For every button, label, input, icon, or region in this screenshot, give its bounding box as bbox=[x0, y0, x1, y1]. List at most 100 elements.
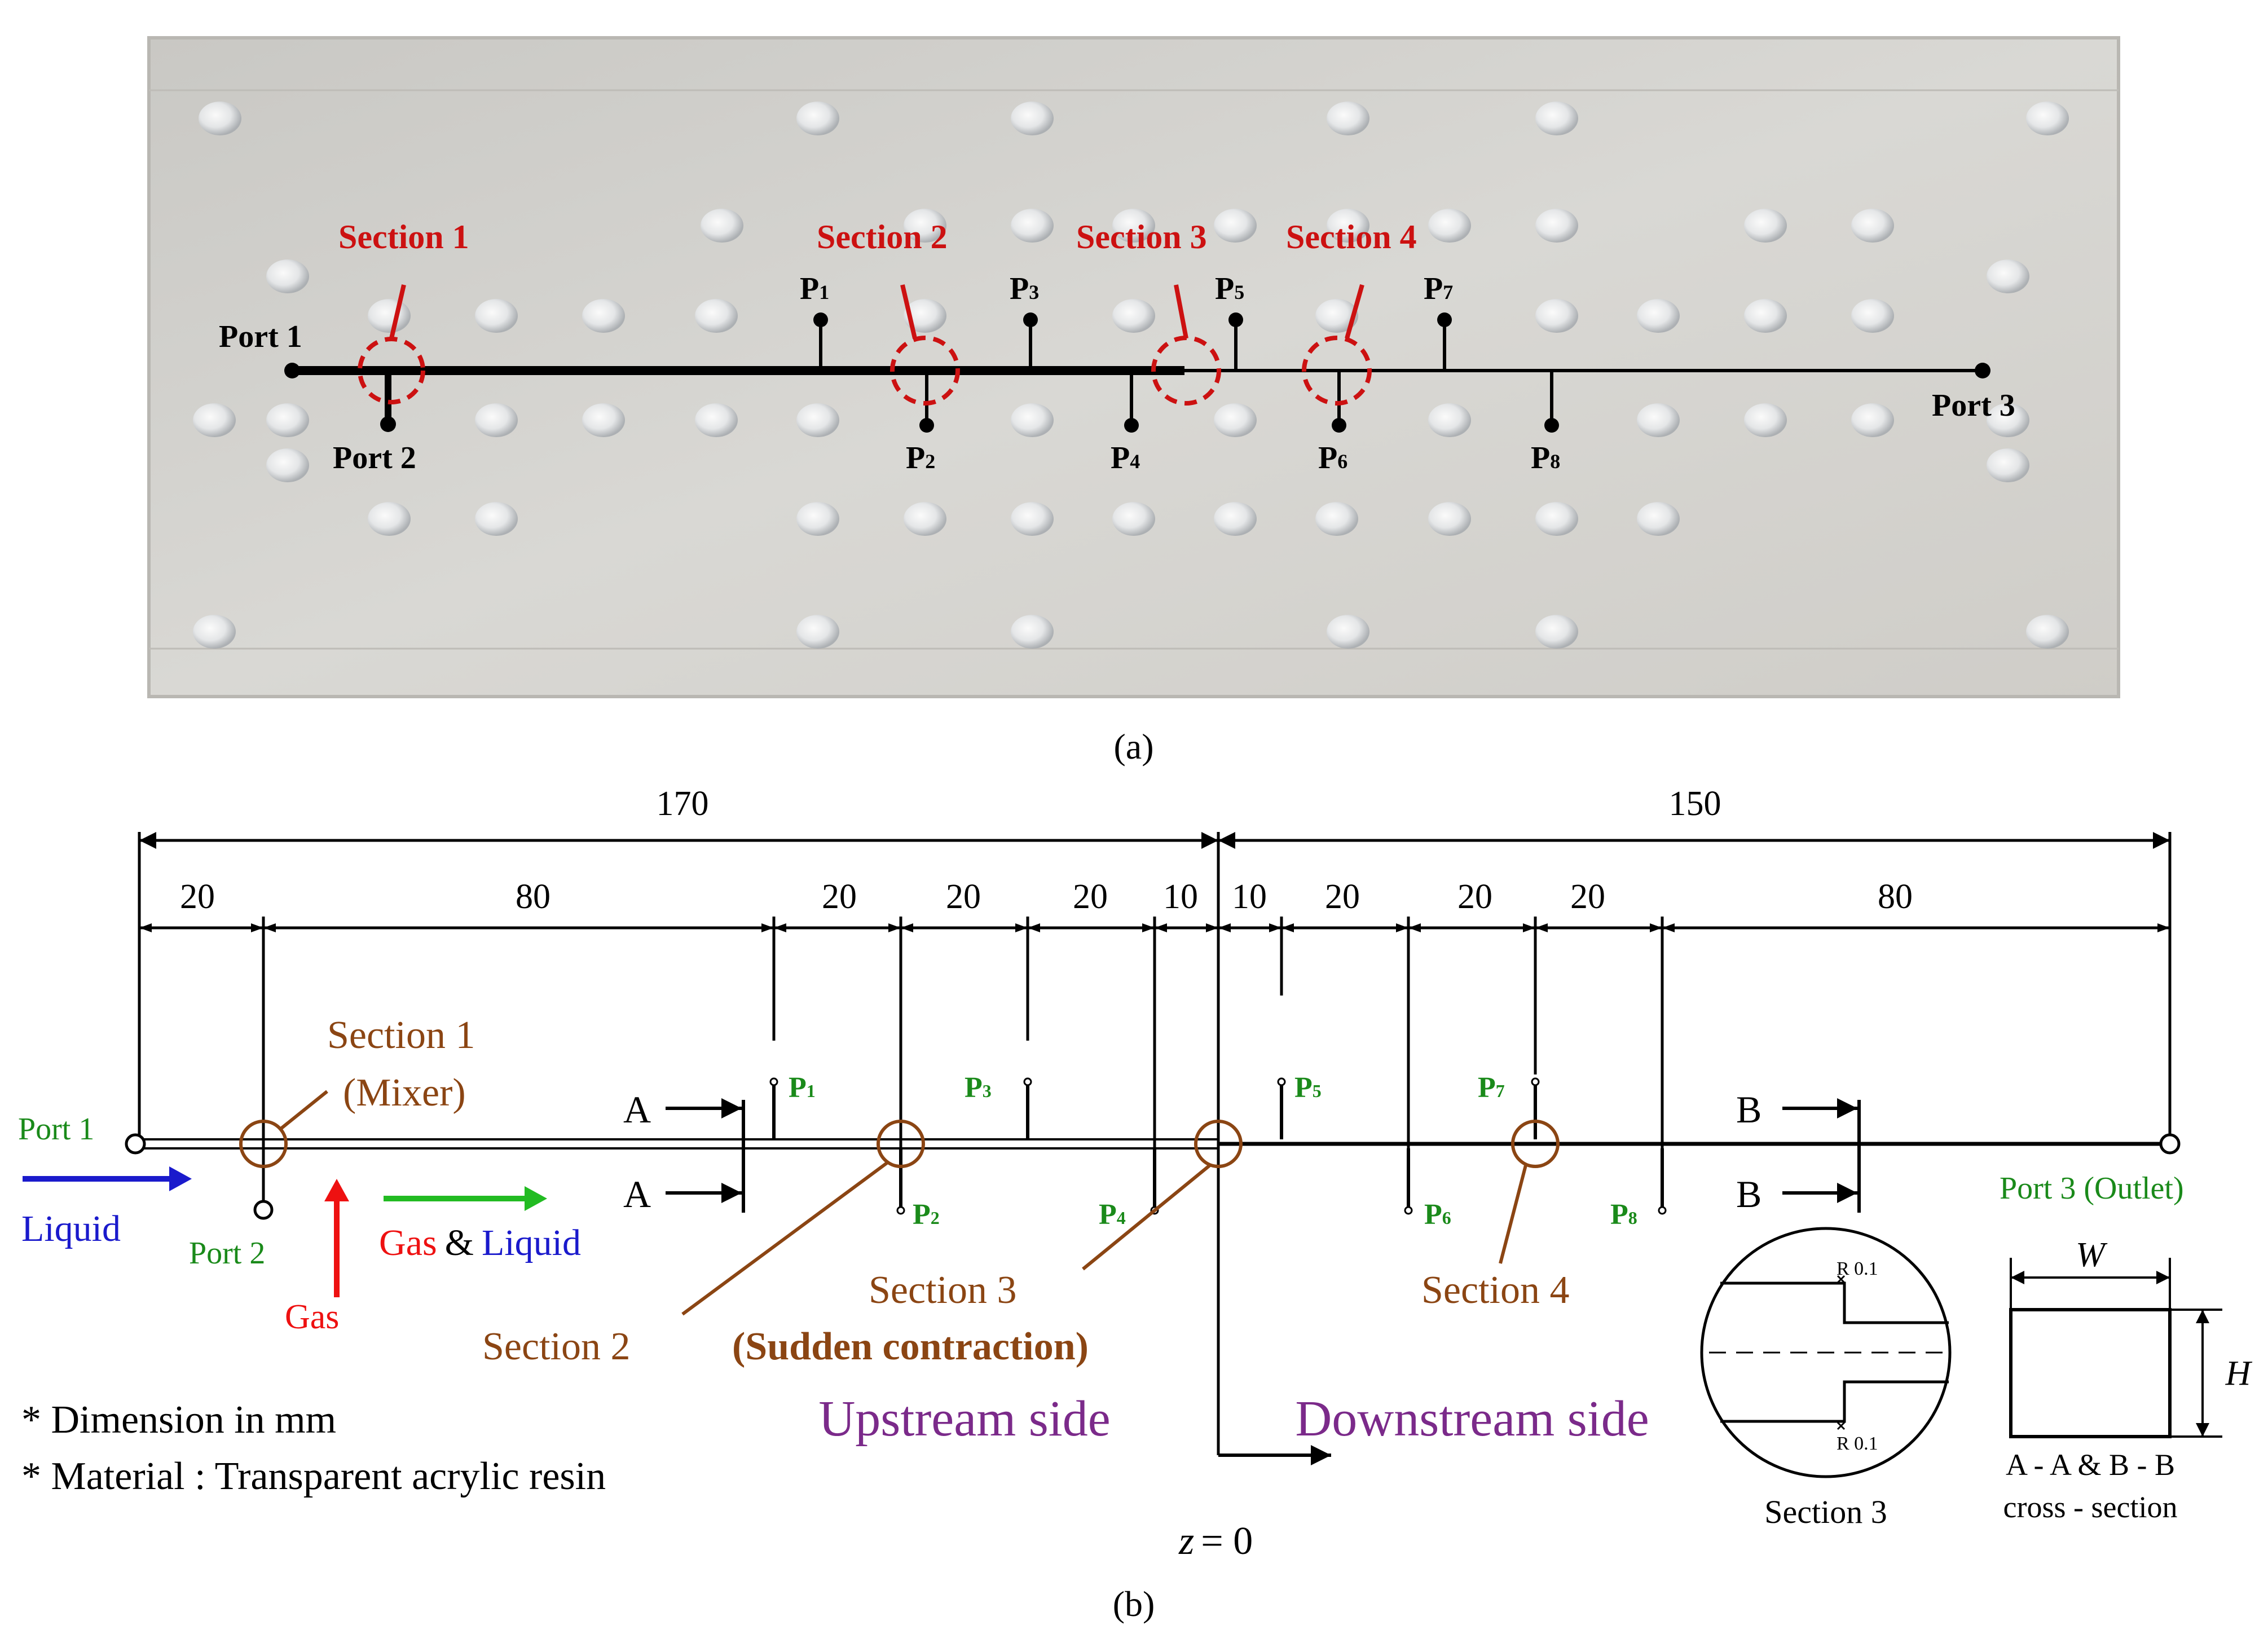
note-dimension: * Dimension in mm bbox=[21, 1398, 336, 1442]
dim-seg-3: 20 bbox=[822, 878, 857, 916]
panel-a-caption: (a) bbox=[1113, 726, 1153, 767]
bolt-hole bbox=[1535, 209, 1578, 243]
bolt-hole bbox=[1428, 209, 1471, 243]
bolt-hole bbox=[1214, 209, 1257, 243]
bolt-hole bbox=[2026, 615, 2069, 649]
gas-label: Gas bbox=[285, 1298, 339, 1336]
bolt-hole bbox=[368, 299, 411, 333]
b-tap-p1: P1 bbox=[789, 1072, 816, 1104]
bolt-hole bbox=[475, 299, 518, 333]
panel-b bbox=[23, 832, 2222, 1478]
bolt-hole bbox=[1744, 299, 1787, 333]
bolt-hole bbox=[193, 615, 236, 649]
cut-b-top: B bbox=[1736, 1088, 1761, 1131]
panel-b-text: 170 150 20 80 20 20 20 10 10 20 20 20 80… bbox=[18, 785, 2253, 1624]
dim-150: 150 bbox=[1669, 785, 1721, 823]
bolt-hole bbox=[266, 259, 309, 293]
tap-p3-label: P3 bbox=[1010, 271, 1039, 306]
bolt-hole bbox=[695, 299, 738, 333]
dim-seg-1: 20 bbox=[180, 878, 215, 916]
section4-label: Section 4 bbox=[1286, 218, 1417, 256]
bolt-hole bbox=[904, 299, 946, 333]
bolt-hole bbox=[1327, 615, 1369, 649]
bolt-hole bbox=[1637, 502, 1680, 536]
bolt-hole bbox=[1011, 502, 1054, 536]
tap-p7-label: P7 bbox=[1424, 271, 1453, 306]
port1-circle bbox=[125, 1133, 146, 1155]
section1-title: Section 1 bbox=[327, 1014, 475, 1057]
panel-a: Section 1 Section 2 Section 3 Section 4 … bbox=[147, 36, 2120, 767]
bolt-hole bbox=[904, 502, 946, 536]
bolt-hole bbox=[475, 502, 518, 536]
bolt-hole bbox=[1851, 299, 1894, 333]
bolt-hole bbox=[1987, 403, 2029, 437]
section3-detail bbox=[1700, 1227, 1952, 1478]
port3-dot bbox=[1975, 363, 1990, 378]
bolt-hole bbox=[701, 209, 743, 243]
port3-label: Port 3 bbox=[1932, 388, 2015, 423]
bolt-hole bbox=[1535, 615, 1578, 649]
tap-p1-label: P1 bbox=[800, 271, 829, 306]
bolt-hole bbox=[1214, 403, 1257, 437]
section2-title: Section 2 bbox=[482, 1325, 630, 1368]
bolt-hole bbox=[266, 403, 309, 437]
bolt-hole bbox=[1011, 102, 1054, 135]
dim-seg-5: 20 bbox=[1073, 878, 1108, 916]
bolt-hole bbox=[796, 102, 839, 135]
dim-seg-8: 20 bbox=[1325, 878, 1360, 916]
bolt-hole bbox=[1535, 102, 1578, 135]
bolt-hole bbox=[796, 403, 839, 437]
xs-height-label: H bbox=[2225, 1354, 2253, 1393]
xs-title-2: cross - section bbox=[2003, 1490, 2178, 1524]
bolt-hole bbox=[1011, 403, 1054, 437]
port3-circle bbox=[2159, 1133, 2181, 1155]
bolt-hole bbox=[1744, 209, 1787, 243]
port2-label: Port 2 bbox=[333, 441, 416, 475]
bolt-hole bbox=[1637, 299, 1680, 333]
bolt-hole bbox=[796, 502, 839, 536]
bolt-hole bbox=[1744, 403, 1787, 437]
b-port1-label: Port 1 bbox=[18, 1112, 94, 1147]
port1-dot bbox=[284, 363, 300, 378]
bolt-hole bbox=[1011, 209, 1054, 243]
bolt-hole bbox=[1851, 209, 1894, 243]
detail-title: Section 3 bbox=[1764, 1494, 1887, 1530]
tap-p8-label: P8 bbox=[1531, 441, 1560, 475]
bolt-hole bbox=[193, 403, 236, 437]
panel-b-caption: (b) bbox=[1113, 1584, 1155, 1624]
cut-b-bottom: B bbox=[1736, 1173, 1761, 1215]
b-tap-p7: P7 bbox=[1478, 1072, 1505, 1104]
bolt-hole bbox=[1851, 403, 1894, 437]
section1-marker bbox=[358, 337, 425, 404]
xs-title-1: A - A & B - B bbox=[2006, 1448, 2175, 1482]
section2-label: Section 2 bbox=[817, 218, 948, 256]
liquid-label: Liquid bbox=[21, 1208, 121, 1249]
downstream-label: Downstream side bbox=[1295, 1391, 1649, 1447]
note-material: * Material : Transparent acrylic resin bbox=[21, 1455, 606, 1498]
bolt-hole bbox=[1987, 448, 2029, 482]
section1-label: Section 1 bbox=[338, 218, 469, 256]
section3-subtitle: (Sudden contraction) bbox=[732, 1325, 1089, 1368]
detail-radius-bottom: R 0.1 bbox=[1837, 1433, 1878, 1454]
dim-seg-6: 10 bbox=[1163, 878, 1198, 916]
bolt-hole bbox=[1327, 102, 1369, 135]
b-tap-p4: P4 bbox=[1099, 1199, 1126, 1231]
bolt-hole bbox=[582, 299, 625, 333]
bolt-hole bbox=[1535, 502, 1578, 536]
section1-circle bbox=[239, 1120, 288, 1168]
bolt-hole bbox=[1637, 403, 1680, 437]
bolt-hole bbox=[1112, 502, 1155, 536]
b-tap-p5: P5 bbox=[1294, 1072, 1322, 1104]
port2-circle bbox=[253, 1200, 274, 1220]
bolt-hole bbox=[1987, 259, 2029, 293]
section4-marker bbox=[1302, 336, 1372, 406]
bolt-hole bbox=[199, 102, 241, 135]
gas-and-liquid-label: Gas&Liquid bbox=[379, 1222, 581, 1263]
z-equals-zero: z= 0 bbox=[1178, 1520, 1253, 1563]
bolt-hole bbox=[1535, 299, 1578, 333]
b-port2-label: Port 2 bbox=[189, 1236, 265, 1271]
bolt-hole bbox=[1112, 299, 1155, 333]
cross-section-drawing bbox=[2009, 1258, 2222, 1438]
section3-title: Section 3 bbox=[869, 1269, 1016, 1312]
